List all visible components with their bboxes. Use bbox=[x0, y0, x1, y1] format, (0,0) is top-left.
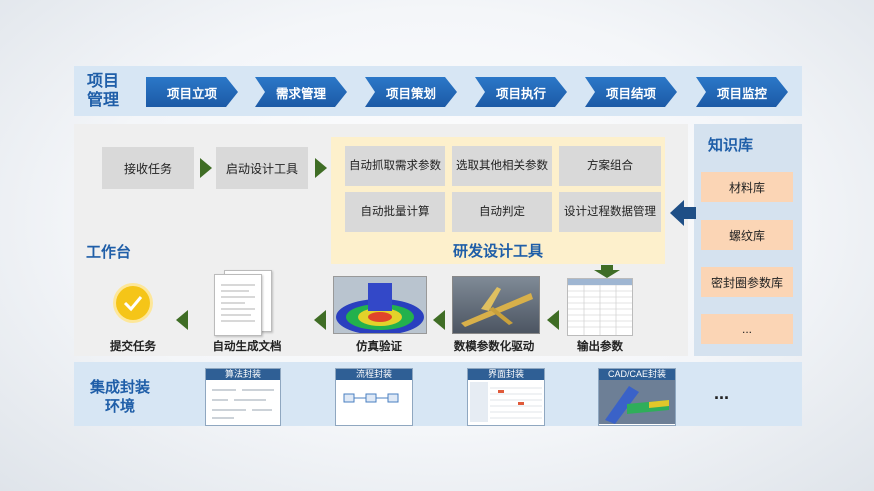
step-project-monitoring[interactable]: 项目监控 bbox=[696, 77, 788, 107]
simulation-caption: 仿真验证 bbox=[356, 341, 402, 353]
knowledge-item-material[interactable]: 材料库 bbox=[701, 172, 793, 202]
tool-cell-select-params[interactable]: 选取其他相关参数 bbox=[452, 146, 552, 186]
submit-task-caption: 提交任务 bbox=[110, 341, 156, 353]
thumb-cad-cae[interactable]: CAD/CAE封装 bbox=[598, 368, 676, 426]
step-project-initiation[interactable]: 项目立项 bbox=[146, 77, 238, 107]
knowledge-item-seal[interactable]: 密封圈参数库 bbox=[701, 267, 793, 297]
thumb-algorithm[interactable]: 算法封装 bbox=[205, 368, 281, 426]
step-project-execution[interactable]: 项目执行 bbox=[475, 77, 567, 107]
arrow-left-blue-icon bbox=[670, 200, 684, 226]
simulation-image bbox=[333, 276, 427, 334]
parametric-model-image bbox=[452, 276, 540, 334]
tool-cell-fetch-requirements[interactable]: 自动抓取需求参数 bbox=[345, 146, 445, 186]
check-circle-icon bbox=[116, 286, 150, 320]
auto-doc-caption: 自动生成文档 bbox=[212, 341, 282, 353]
tool-cell-auto-judgement[interactable]: 自动判定 bbox=[452, 192, 552, 232]
arrow-down-stem bbox=[601, 265, 613, 271]
knowledge-base-title: 知识库 bbox=[708, 137, 754, 154]
arrow-left-icon bbox=[547, 310, 559, 330]
output-params-caption: 输出参数 bbox=[577, 341, 623, 353]
rd-design-tool-title: 研发设计工具 bbox=[452, 243, 543, 260]
arrow-left-icon bbox=[433, 310, 445, 330]
receive-task-box[interactable]: 接收任务 bbox=[102, 147, 194, 189]
more-integrations[interactable]: ... bbox=[714, 383, 730, 403]
step-requirement-management[interactable]: 需求管理 bbox=[255, 77, 347, 107]
arrow-left-blue-stem bbox=[684, 207, 696, 219]
arrow-right-icon bbox=[315, 158, 327, 178]
integration-label: 集成封装 环境 bbox=[89, 379, 150, 415]
output-table-image bbox=[567, 278, 633, 336]
step-project-closure[interactable]: 项目结项 bbox=[585, 77, 677, 107]
arrow-down-icon bbox=[594, 270, 620, 278]
tool-cell-batch-compute[interactable]: 自动批量计算 bbox=[345, 192, 445, 232]
model-driven-caption: 数模参数化驱动 bbox=[453, 341, 535, 353]
launch-design-tool-box[interactable]: 启动设计工具 bbox=[216, 147, 308, 189]
workbench-label: 工作台 bbox=[86, 244, 132, 261]
knowledge-item-more[interactable]: ... bbox=[701, 314, 793, 344]
tool-cell-scheme-combination[interactable]: 方案组合 bbox=[559, 146, 661, 186]
thumb-workflow[interactable]: 流程封装 bbox=[335, 368, 413, 426]
step-project-planning[interactable]: 项目策划 bbox=[365, 77, 457, 107]
knowledge-item-thread[interactable]: 螺纹库 bbox=[701, 220, 793, 250]
thumb-interface[interactable]: 界面封装 bbox=[467, 368, 545, 426]
arrow-left-icon bbox=[176, 310, 188, 330]
tool-cell-process-data-management[interactable]: 设计过程数据管理 bbox=[559, 192, 661, 232]
integration-band bbox=[74, 362, 802, 426]
project-management-label: 项目 管理 bbox=[86, 73, 119, 109]
document-stack-icon bbox=[214, 270, 272, 336]
arrow-right-icon bbox=[200, 158, 212, 178]
arrow-left-icon bbox=[314, 310, 326, 330]
